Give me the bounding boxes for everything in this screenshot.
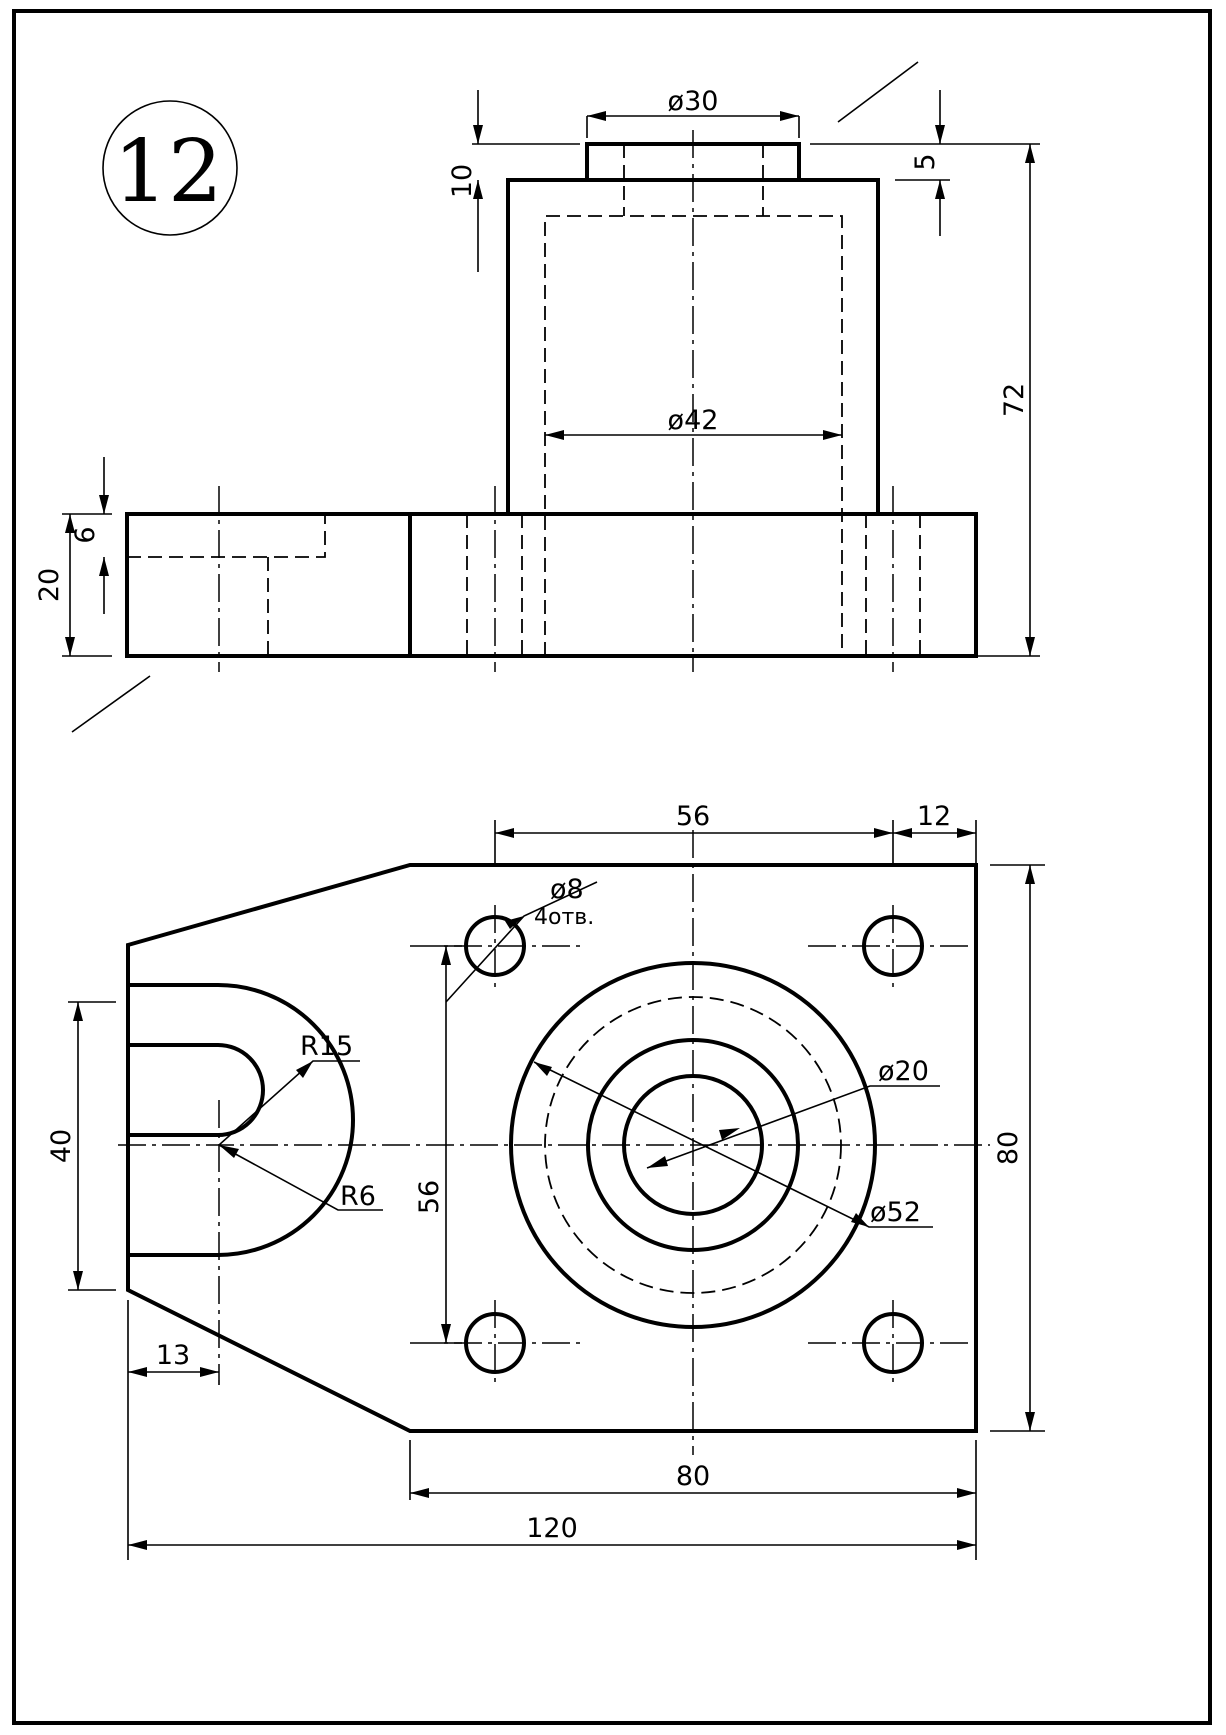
dim-outer-radius: R15 xyxy=(300,1031,353,1062)
dim-bore-diameter: ø42 xyxy=(668,405,719,436)
top-view: 56 12 ø8 4отв. R15 R6 40 56 ø20 ø52 80 1… xyxy=(46,801,1045,1560)
dim-boss-diameter: ø30 xyxy=(668,86,719,117)
sheet-frame xyxy=(12,9,1212,1725)
front-extension-lines xyxy=(62,116,1040,657)
sheet-number-badge: 12 xyxy=(102,100,238,236)
dim-step-depth: 6 xyxy=(70,526,101,543)
sheet-number: 12 xyxy=(113,122,222,222)
slot-inner-outline xyxy=(128,1043,265,1137)
dim-inner-diameter: ø20 xyxy=(878,1056,929,1087)
top-dimension-lines xyxy=(77,832,1031,1546)
dim-total-length: 120 xyxy=(526,1513,578,1544)
dim-plate-height: 80 xyxy=(993,1131,1024,1165)
dim-inner-radius: R6 xyxy=(340,1181,376,1212)
dim-hole-count: 4отв. xyxy=(534,905,594,930)
dim-base-height: 20 xyxy=(34,568,65,602)
front-view: ø30 ø42 10 5 72 20 6 xyxy=(34,61,1040,733)
dim-plate-width: 80 xyxy=(676,1461,710,1492)
dim-hole-spacing-x: 56 xyxy=(676,801,710,832)
top-extension-lines xyxy=(68,820,1045,1560)
dim-slot-width: 40 xyxy=(46,1129,77,1163)
dim-collar-height: 5 xyxy=(910,153,941,170)
dim-edge-offset: 12 xyxy=(917,801,951,832)
dim-outer-diameter: ø52 xyxy=(870,1197,921,1228)
step-hidden-lines xyxy=(127,514,326,656)
bore-hidden-lines xyxy=(544,215,843,656)
dim-hole-diameter: ø8 xyxy=(550,874,584,905)
hole-hidden-lines xyxy=(466,514,921,656)
dim-boss-height: 10 xyxy=(447,164,478,198)
dim-slot-offset: 13 xyxy=(156,1340,190,1371)
dim-hole-spacing-y: 56 xyxy=(414,1180,445,1214)
top-arrowheads xyxy=(73,828,1035,1550)
front-dimension-lines xyxy=(69,90,1031,656)
boss-hidden-lines xyxy=(623,144,764,216)
front-arrowheads xyxy=(65,111,1035,656)
sheet-number-circle xyxy=(102,100,238,236)
base-outline xyxy=(125,512,978,658)
projection-axis-mark-top xyxy=(837,61,919,123)
projection-axis-mark-bottom xyxy=(71,675,151,733)
top-centerlines xyxy=(118,830,990,1455)
front-centerlines xyxy=(218,130,894,672)
plate-outline xyxy=(126,863,978,1433)
dim-total-height: 72 xyxy=(999,383,1030,417)
